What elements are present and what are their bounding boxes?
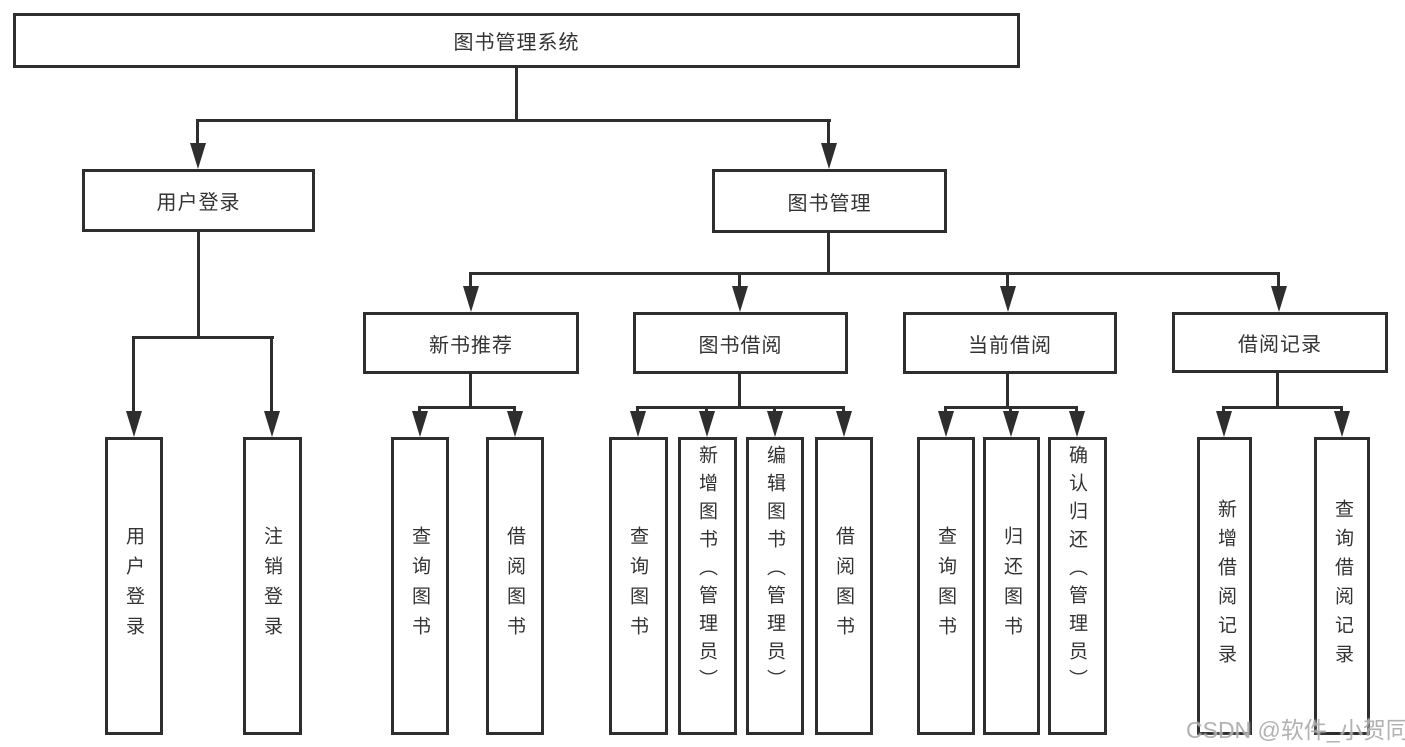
leaf-query-books-borrowing: 查询图书 bbox=[609, 437, 668, 735]
node-book-borrowing: 图书借阅 bbox=[633, 312, 848, 374]
connector-arrow bbox=[705, 406, 708, 411]
leaf-query-borrow-record: 查询借阅记录 bbox=[1314, 437, 1370, 735]
connector-arrow-current-borrow bbox=[1006, 272, 1009, 286]
node-borrowing-records: 借阅记录 bbox=[1172, 312, 1388, 373]
leaf-query-books-recommend: 查询图书 bbox=[391, 437, 449, 735]
connector-level3-rail bbox=[470, 272, 1280, 275]
node-label: 图书借阅 bbox=[698, 334, 783, 357]
connector-arrow bbox=[842, 406, 845, 411]
node-book-management: 图书管理 bbox=[712, 169, 947, 233]
connector-borrow-records-rail bbox=[1223, 406, 1343, 409]
node-label: 借阅记录 bbox=[1238, 334, 1322, 356]
node-current-borrowing: 当前借阅 bbox=[903, 312, 1117, 374]
connector-book-mgmt-stem bbox=[827, 233, 830, 272]
node-label: 新书推荐 bbox=[429, 334, 513, 357]
connector-new-book-rail bbox=[419, 406, 516, 409]
leaf-user-login: 用户登录 bbox=[105, 437, 163, 735]
connector-user-login-stem bbox=[197, 232, 200, 336]
leaf-return-books: 归还图书 bbox=[983, 437, 1040, 735]
leaf-edit-books-admin: 编辑图书（管理员） bbox=[746, 437, 804, 735]
leaf-logout: 注销登录 bbox=[243, 437, 302, 735]
connector-arrow-leaf-logout bbox=[270, 336, 273, 411]
leaf-add-borrow-record: 新增借阅记录 bbox=[1197, 437, 1252, 735]
node-label: 当前借阅 bbox=[968, 334, 1052, 357]
connector-book-borrow-rail bbox=[637, 406, 845, 409]
connector-arrow bbox=[1340, 406, 1343, 411]
connector-arrow-user-login bbox=[196, 119, 199, 143]
connector-arrow bbox=[513, 406, 516, 411]
node-new-book-recommend: 新书推荐 bbox=[363, 312, 579, 374]
connector-arrow-new-book bbox=[469, 272, 472, 286]
connector-arrow bbox=[1075, 406, 1078, 411]
connector-arrow bbox=[1222, 406, 1225, 411]
leaf-query-books-current: 查询图书 bbox=[917, 437, 975, 735]
leaf-borrow-books-recommend: 借阅图书 bbox=[486, 437, 544, 735]
connector-arrow-book-borrow bbox=[738, 272, 741, 286]
node-root-library-system: 图书管理系统 bbox=[13, 13, 1020, 68]
leaf-confirm-return-admin: 确认归还（管理员） bbox=[1048, 437, 1107, 735]
connector-level2-rail bbox=[197, 119, 831, 122]
node-label: 图书管理系统 bbox=[453, 32, 580, 54]
connector-user-login-rail bbox=[133, 336, 274, 339]
leaf-borrow-books: 借阅图书 bbox=[815, 437, 873, 735]
connector-arrow bbox=[418, 406, 421, 411]
connector-new-book-stem bbox=[469, 373, 472, 406]
csdn-watermark: CSDN @软件_小贺同学 bbox=[1186, 717, 1405, 743]
leaf-add-books-admin: 新增图书（管理员） bbox=[678, 437, 737, 735]
node-label: 用户登录 bbox=[156, 192, 241, 214]
connector-arrow-book-mgmt bbox=[827, 119, 830, 143]
connector-arrow bbox=[944, 406, 947, 411]
connector-book-borrow-stem bbox=[738, 373, 741, 406]
node-user-login: 用户登录 bbox=[82, 169, 315, 232]
connector-arrow-borrow-records bbox=[1277, 272, 1280, 286]
connector-borrow-records-stem bbox=[1276, 373, 1279, 406]
connector-root-stem bbox=[515, 68, 518, 119]
node-label: 图书管理 bbox=[787, 192, 872, 215]
connector-arrow-leaf-login bbox=[132, 336, 135, 411]
connector-arrow bbox=[773, 406, 776, 411]
connector-current-borrow-stem bbox=[1006, 373, 1009, 406]
connector-arrow bbox=[1009, 406, 1012, 411]
connector-arrow bbox=[636, 406, 639, 411]
